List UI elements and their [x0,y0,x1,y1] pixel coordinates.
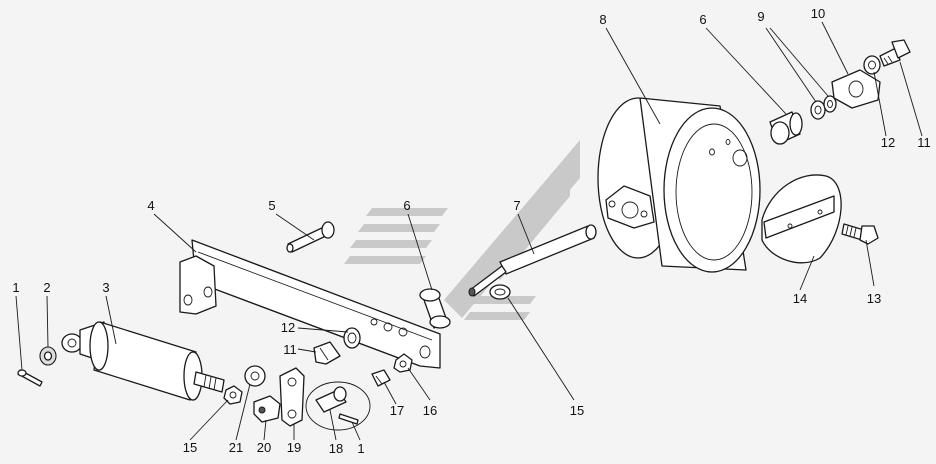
callout-12-middle: 12 [281,320,295,335]
part-washer-pair [810,95,837,120]
callout-7: 7 [513,198,520,213]
part-flange-plate [831,69,881,109]
part-pin-group [305,381,371,431]
callout-6-middle: 6 [403,198,410,213]
part-bushing-small [343,327,361,349]
callout-19: 19 [287,440,301,455]
callout-4: 4 [147,198,154,213]
callout-11-middle: 11 [283,342,297,357]
part-lever-arm [279,367,305,427]
callout-10: 10 [811,6,825,21]
part-clevis-pin [286,221,335,253]
callout-1-lower: 1 [357,441,364,456]
part-nut-washer [244,365,266,387]
part-cover-plate [761,174,842,264]
callout-labels: 1 2 3 4 5 6 7 8 6 9 10 11 12 12 11 13 14… [12,6,930,456]
callout-11-upper: 11 [917,135,931,150]
callout-9: 9 [757,9,764,24]
callout-21: 21 [229,440,243,455]
callout-16: 16 [423,403,437,418]
part-washer-upper [863,55,881,75]
part-clevis-block [253,395,281,423]
leader-lines [15,21,923,441]
part-bolt-right [841,223,879,245]
callout-5: 5 [268,198,275,213]
callout-14: 14 [793,291,807,306]
part-bolt-upper [879,39,911,67]
part-nut-middle [489,284,511,300]
callout-1: 1 [12,280,19,295]
callout-15-middle: 15 [570,403,584,418]
callout-12-upper: 12 [881,135,895,150]
callout-17: 17 [390,403,404,418]
callout-20: 20 [257,440,271,455]
callout-6-upper: 6 [699,12,706,27]
callout-15-lower: 15 [183,440,197,455]
part-washer [39,346,57,366]
part-bushing-middle [419,288,451,329]
callout-3: 3 [102,280,109,295]
part-cotter-pin-left [17,369,43,387]
callout-2: 2 [43,280,50,295]
part-nut-lower [223,385,243,405]
callout-8: 8 [599,12,606,27]
part-shaft [468,224,597,297]
part-drum-housing [597,97,761,273]
callout-13: 13 [867,291,881,306]
part-bolt-middle [313,341,341,365]
part-mounting-bracket [179,239,441,369]
callout-18: 18 [329,441,343,456]
stylized-logo-watermark [344,140,580,320]
part-hydraulic-cylinder [61,321,225,401]
part-nut-right [393,353,413,373]
part-bushing-upper [769,111,803,145]
part-bolt-small [371,369,391,387]
